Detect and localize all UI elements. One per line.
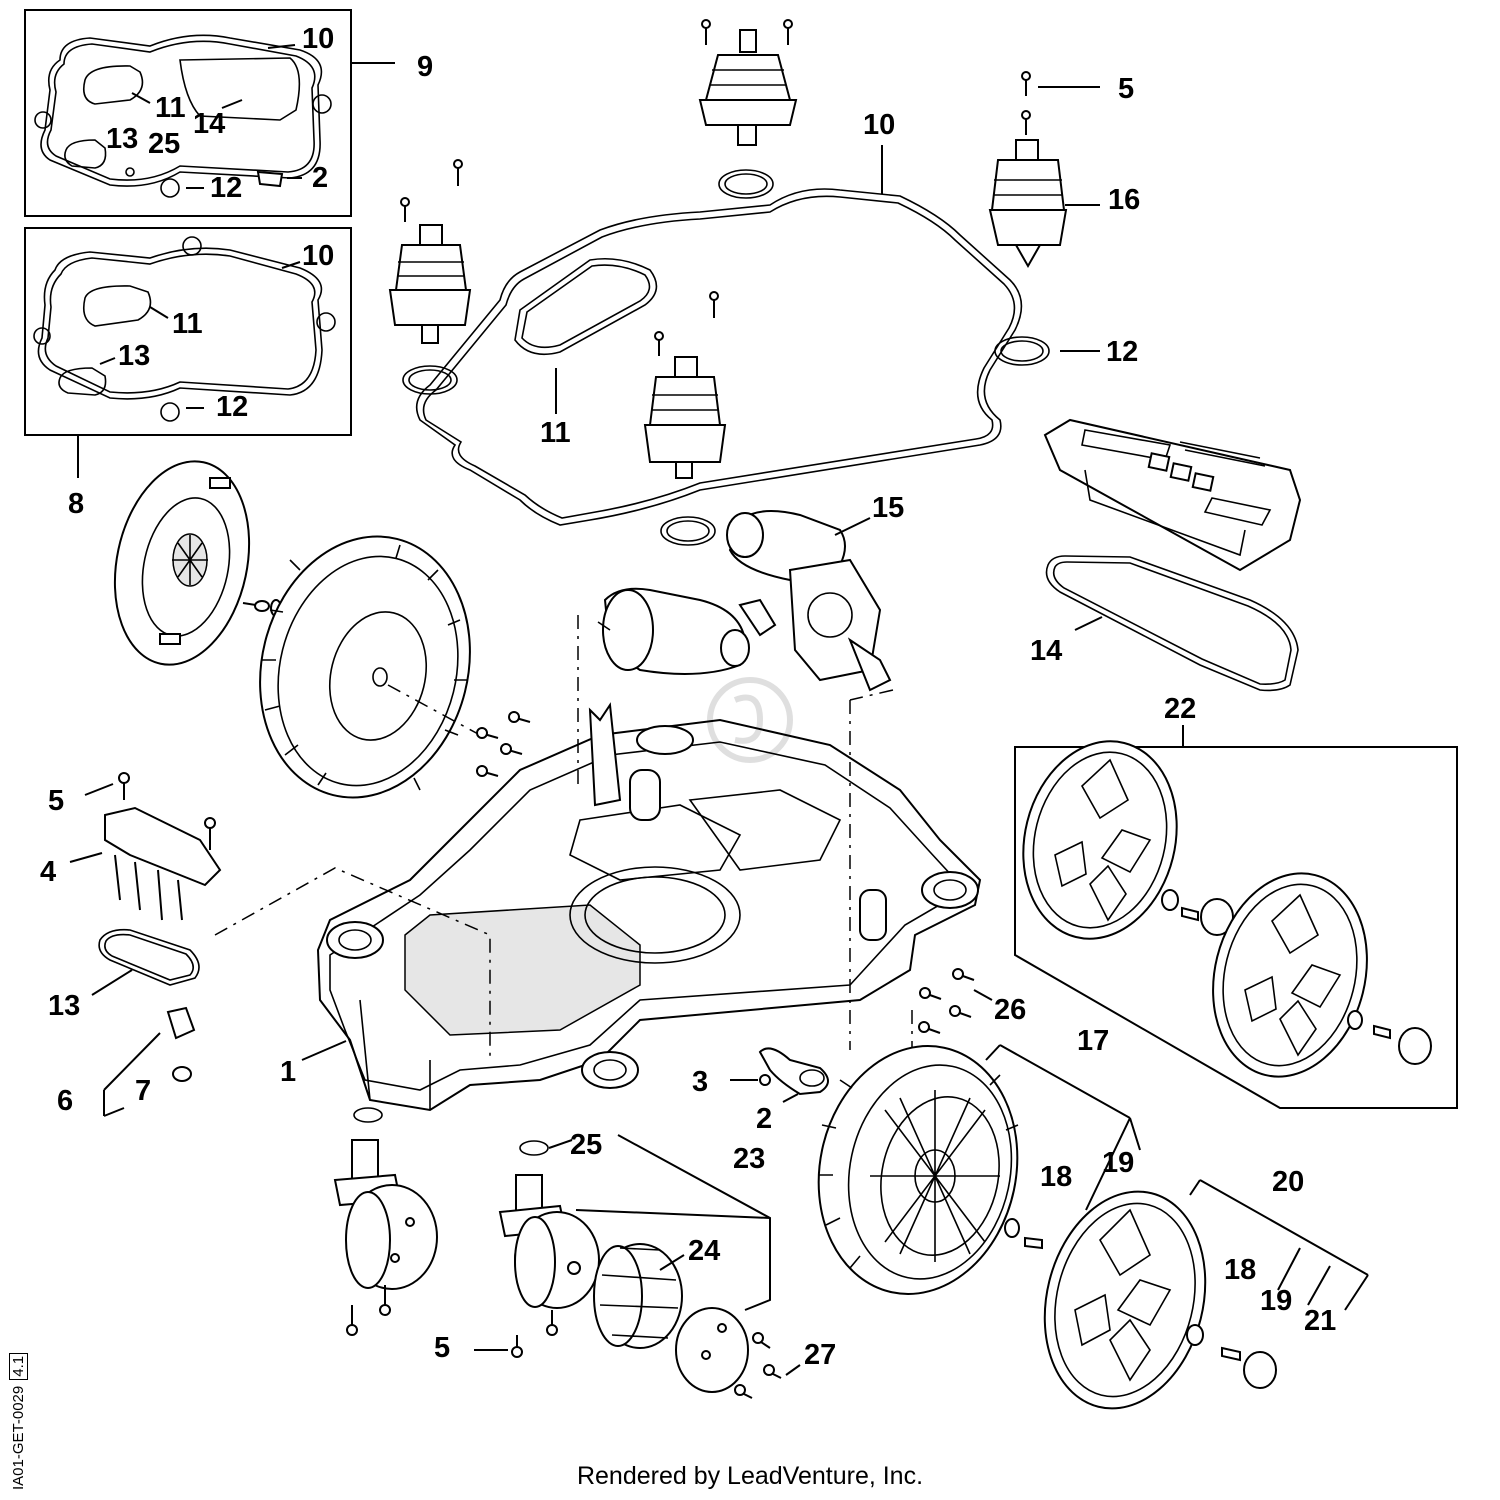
gasket-kit-box-8: [24, 227, 352, 478]
callout-1: 1: [280, 1056, 296, 1088]
callout-16: 16: [1108, 184, 1140, 216]
watermark-logo: [707, 677, 793, 763]
callout-7: 7: [135, 1075, 151, 1107]
callout-21: 21: [1304, 1305, 1336, 1337]
callout-24: 24: [688, 1235, 720, 1267]
callout-14: 14: [193, 108, 225, 140]
caster-wheel-assembly-23: [474, 1134, 801, 1399]
drive-motor-left: [597, 587, 777, 675]
callout-25: 25: [570, 1129, 602, 1161]
clip-and-pin-6-7: [103, 1006, 196, 1117]
callout-11: 11: [155, 92, 186, 124]
callout-20: 20: [1272, 1166, 1304, 1198]
height-actuator-center: [643, 291, 727, 479]
footer-credit: Rendered by LeadVenture, Inc.: [576, 1462, 924, 1490]
callout-5: 5: [434, 1332, 450, 1364]
control-panel-keypad: [1043, 418, 1302, 572]
callout-23: 23: [733, 1143, 765, 1175]
callout-25: 25: [148, 128, 180, 160]
callout-13: 13: [118, 340, 150, 372]
callout-2: 2: [312, 162, 328, 194]
callout-2: 2: [756, 1103, 772, 1135]
drawing-number: IA01-GET-0029: [10, 1385, 27, 1490]
callout-26: 26: [994, 994, 1026, 1026]
callout-3: 3: [692, 1066, 708, 1098]
callout-19: 19: [1102, 1147, 1134, 1179]
drawing-revision: 4.1: [9, 1352, 28, 1380]
callout-27: 27: [804, 1339, 836, 1371]
callout-11: 11: [540, 417, 571, 449]
callout-5: 5: [1118, 73, 1134, 105]
gasket-kit-box-9: [24, 9, 395, 217]
callout-10: 10: [863, 109, 895, 141]
callout-5: 5: [48, 785, 64, 817]
callout-22: 22: [1164, 693, 1196, 725]
callout-10: 10: [302, 240, 334, 272]
screw-set-26: [476, 711, 993, 1034]
callout-8: 8: [68, 488, 84, 520]
cap-and-screw-2-3: [730, 1047, 829, 1103]
callout-18: 18: [1040, 1161, 1072, 1193]
callout-17: 17: [1077, 1025, 1109, 1057]
callout-18: 18: [1224, 1254, 1256, 1286]
sensor-gasket-13: [91, 928, 200, 996]
callout-15: 15: [872, 492, 904, 524]
caster-wheel-left: [333, 1107, 438, 1336]
height-actuator-right: [988, 71, 1100, 269]
callout-12: 12: [1106, 336, 1138, 368]
callout-12: 12: [210, 172, 242, 204]
keypad-gasket: [1045, 555, 1299, 692]
callout-4: 4: [40, 856, 56, 888]
callout-19: 19: [1260, 1285, 1292, 1317]
drive-motor-right: [726, 510, 892, 692]
drawing-id: IA01-GET-0029 4.1: [9, 1352, 28, 1490]
callout-14: 14: [1030, 635, 1062, 667]
callout-9: 9: [417, 51, 433, 83]
callout-6: 6: [57, 1085, 73, 1117]
right-drive-wheel-17: [817, 1044, 1141, 1295]
left-drive-wheel: [259, 535, 471, 799]
housing-gasket: [402, 145, 1100, 546]
wheel-cover-kit-box-22: [1014, 725, 1458, 1109]
callout-13: 13: [48, 990, 80, 1022]
main-chassis-housing: [301, 702, 982, 1112]
height-actuator-left: [388, 159, 472, 344]
sensor-bracket-4: [69, 772, 222, 921]
left-wheel-cover: [113, 460, 282, 666]
height-actuator-top: [698, 19, 798, 146]
wheel-cover-20: [1043, 1179, 1369, 1410]
callout-11: 11: [172, 308, 203, 340]
callout-13: 13: [106, 123, 138, 155]
callout-12: 12: [216, 391, 248, 423]
callout-10: 10: [302, 23, 334, 55]
